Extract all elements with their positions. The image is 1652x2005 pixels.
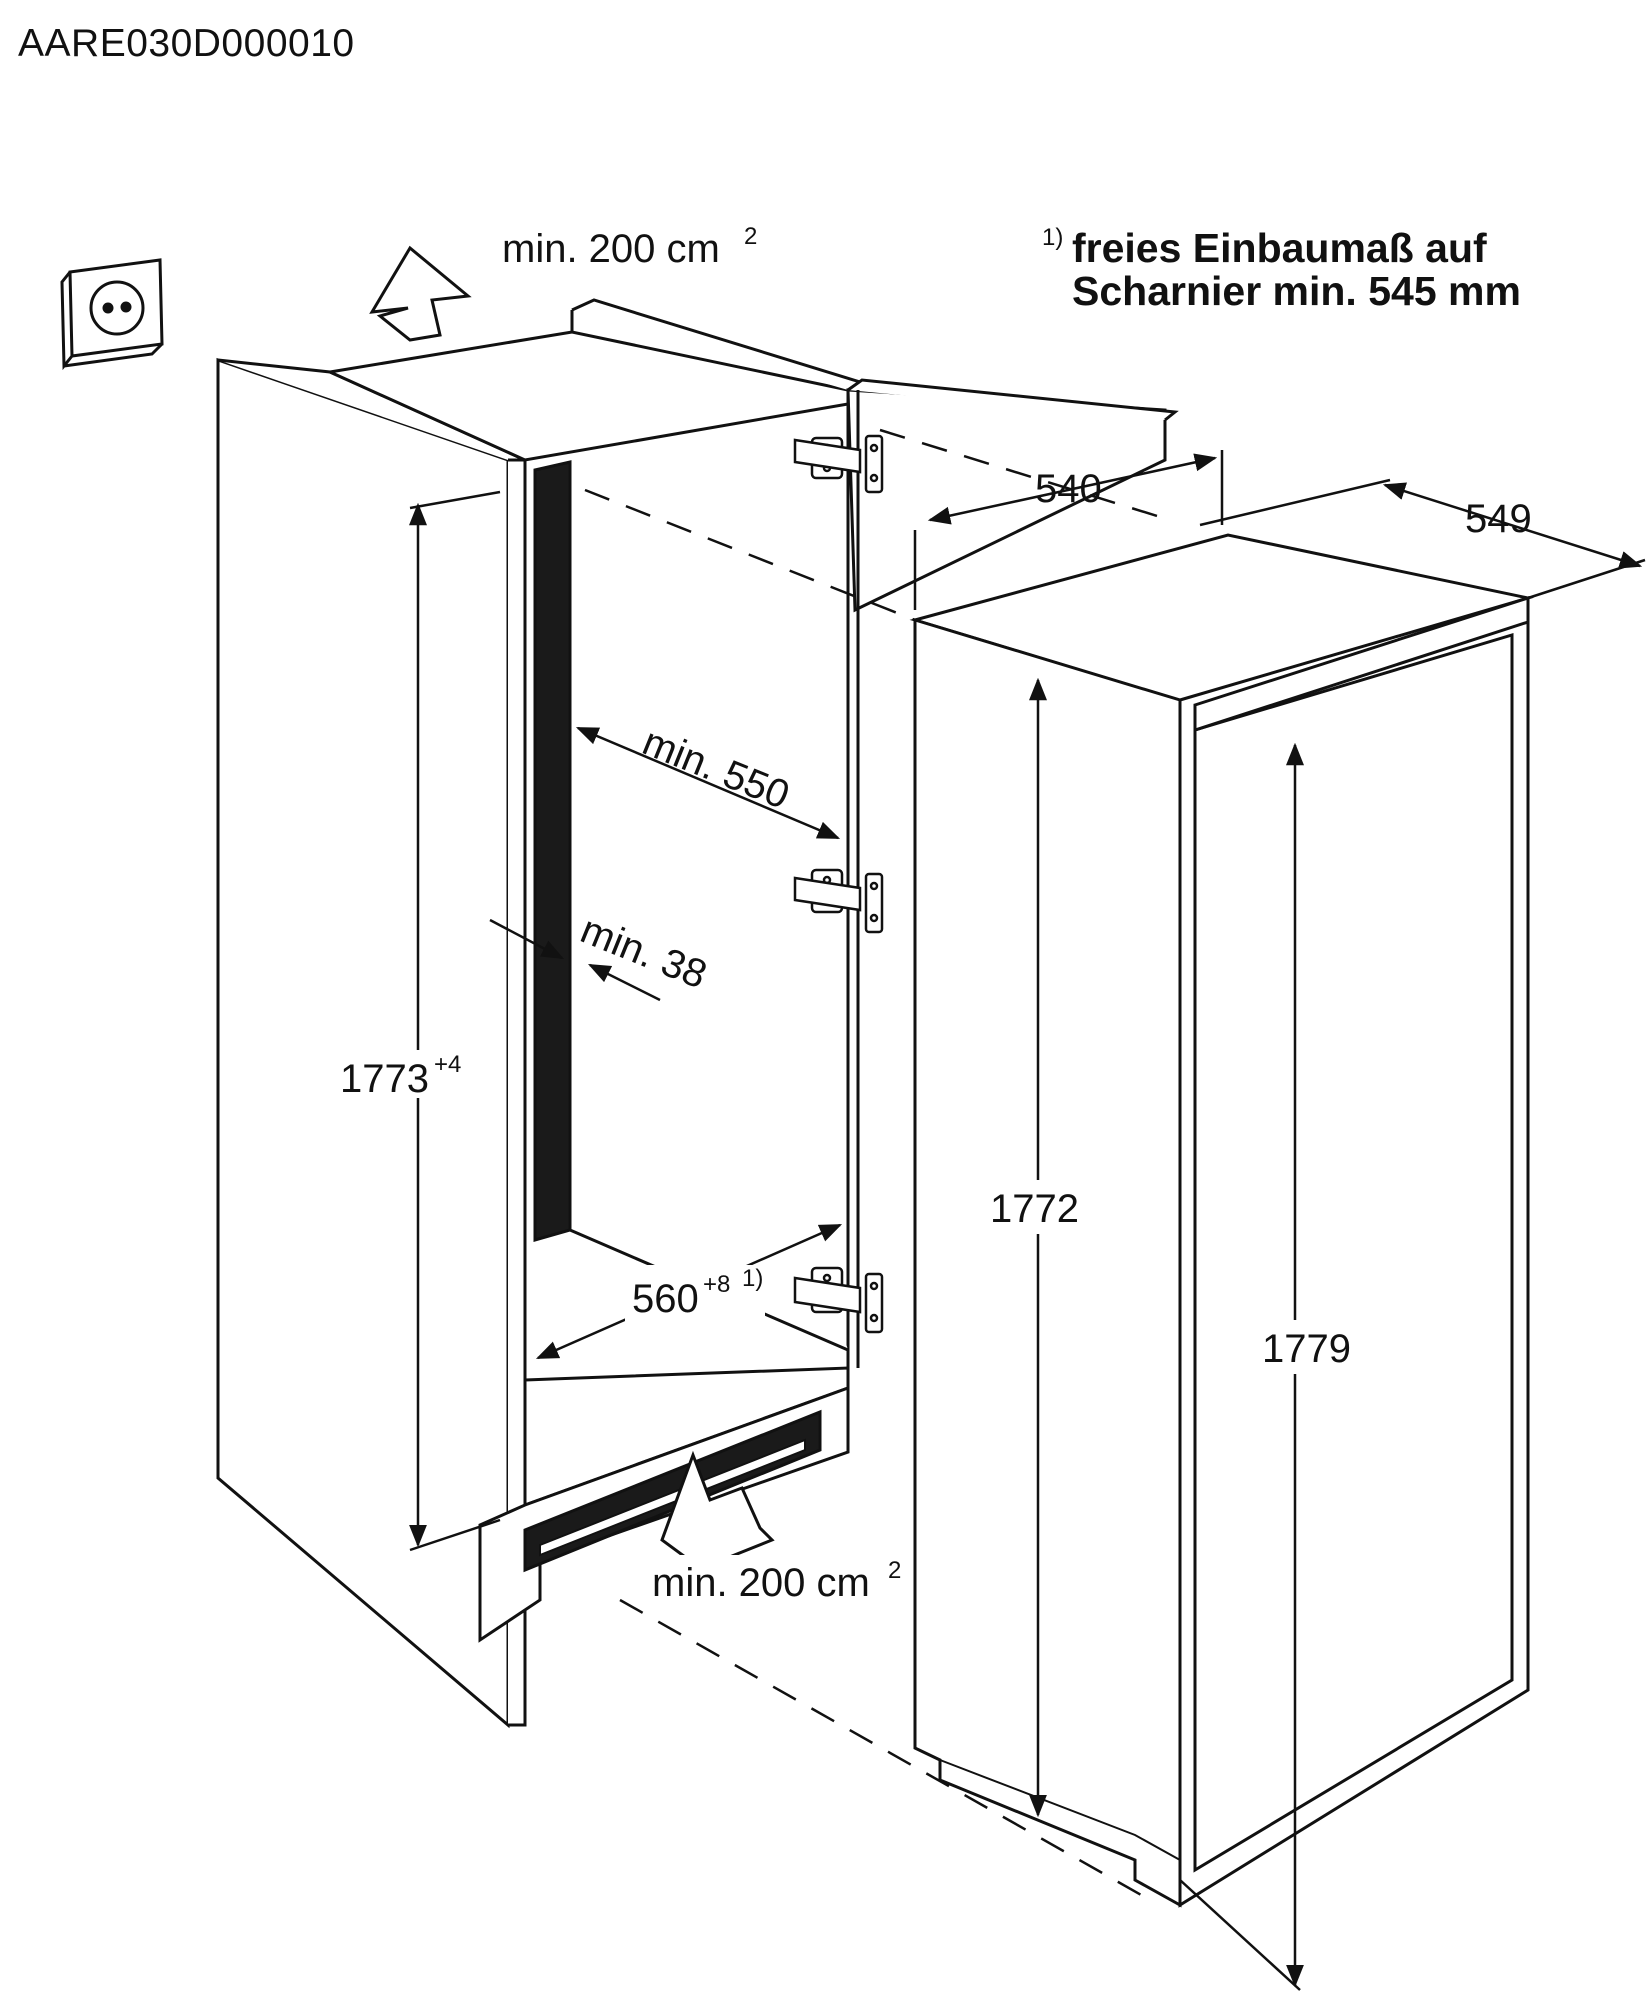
svg-text:1779: 1779 [1262,1327,1351,1371]
vent-bottom-label: min. 200 cm 2 [650,1555,910,1609]
wall-socket-icon [60,258,164,371]
dim-549-label: 549 [1465,497,1532,541]
vent-top-label: min. 200 cm 2 [502,223,757,271]
cabinet-niche [216,298,864,1729]
hinge-middle-icon [793,868,884,934]
dim-1772-label: 1772 [985,1180,1095,1234]
document-id: AARE030D000010 [18,22,355,65]
vent-top-arrow-icon [369,245,472,342]
svg-text:min. 200 cm: min. 200 cm [502,227,720,271]
svg-text:560: 560 [632,1277,699,1321]
svg-text:2: 2 [888,1557,901,1584]
dim-540-label: 540 [1035,467,1102,511]
dim-1773-label: 1773 +4 [338,1050,478,1101]
svg-text:1): 1) [1042,224,1063,251]
svg-text:1): 1) [742,1265,763,1292]
svg-text:1773: 1773 [340,1057,429,1101]
dim-560-label: 560 +8 1) [625,1265,765,1321]
svg-text:Scharnier min. 545 mm: Scharnier min. 545 mm [1072,268,1521,314]
svg-text:freies Einbaumaß auf: freies Einbaumaß auf [1072,225,1487,271]
cabinet-door [846,378,1179,1368]
svg-text:+8: +8 [703,1271,730,1298]
dim-1779-label: 1779 [1258,1320,1368,1374]
appliance-body [909,533,1534,1908]
footnote-note: 1) freies Einbaumaß auf Scharnier min. 5… [1042,224,1521,314]
svg-text:+4: +4 [434,1051,461,1078]
svg-text:2: 2 [744,223,757,250]
svg-text:min. 200 cm: min. 200 cm [652,1561,870,1605]
svg-text:1772: 1772 [990,1187,1079,1231]
hinge-top-icon [793,434,884,494]
